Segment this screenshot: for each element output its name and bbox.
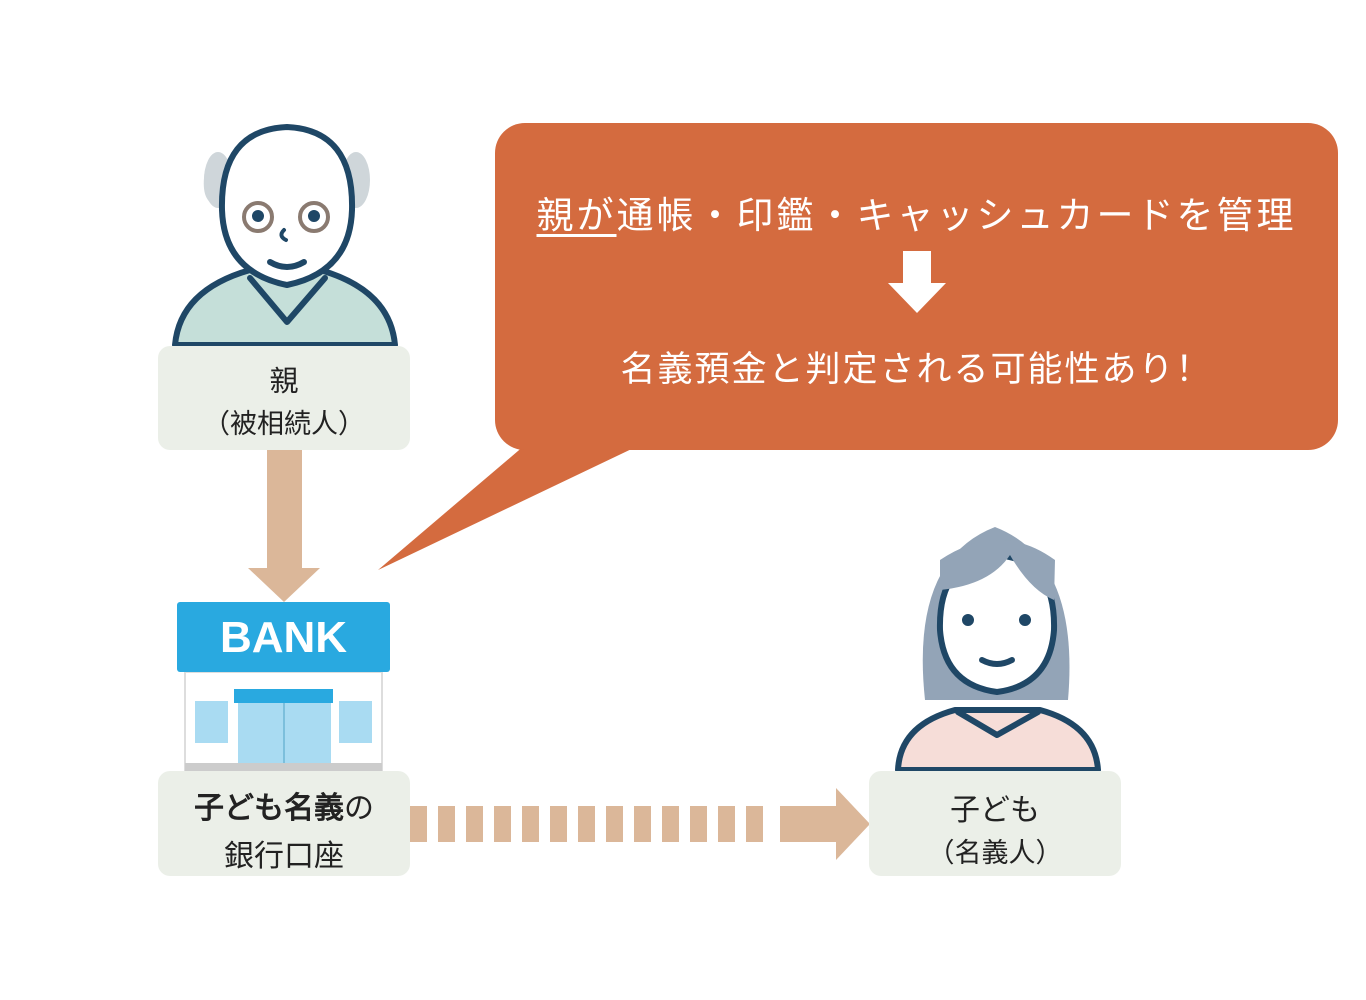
dashed-arrow-right [410,788,870,860]
bank-account-label: 子ども名義の 銀行口座 [158,771,410,876]
child-name: 子ども [950,793,1040,828]
child-label: 子ども （名義人） [869,771,1121,876]
child-illustration [895,527,1101,773]
child-role: （名義人） [927,838,1063,869]
parent-role: （被相続人） [203,409,365,440]
bubble-line1-rest: 通帳・印鑑・キャッシュカードを管理 [616,194,1297,237]
underlined-text: 親が [536,194,617,237]
bank-building [184,671,383,773]
parent-name: 親 [269,364,299,398]
bubble-line2: 名義預金と判定される可能性あり！ [620,350,1213,390]
arrow-down [248,450,320,602]
parent-label: 親 （被相続人） [158,346,410,450]
bank-label-bold: 子ども名義 [194,791,344,826]
bank-label-normal: の [344,791,374,826]
warning-bubble: 親が通帳・印鑑・キャッシュカードを管理 名義預金と判定される可能性あり！ [495,123,1338,450]
parent-illustration [172,124,398,348]
bank-label-line2: 銀行口座 [224,839,344,874]
arrow-down-icon [888,251,946,313]
bank-sign: BANK [177,602,390,672]
bubble-line1: 親が通帳・印鑑・キャッシュカードを管理 [495,185,1338,239]
